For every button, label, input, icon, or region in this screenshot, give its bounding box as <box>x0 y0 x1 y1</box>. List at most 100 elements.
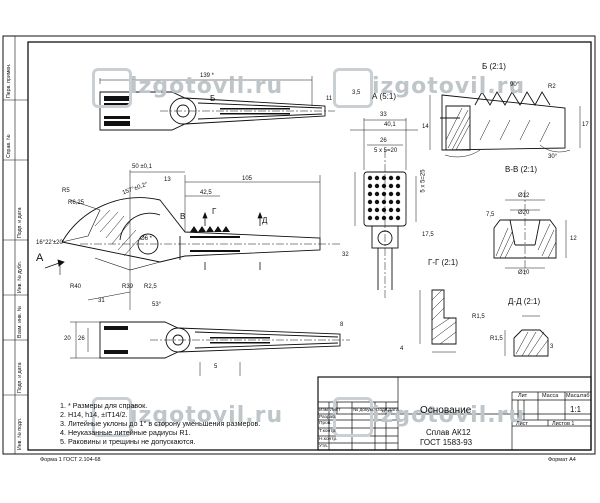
row-label: Подп. <box>376 408 389 413</box>
watermark-logo <box>92 397 132 437</box>
watermark-text: izgotovil.ru <box>372 403 526 428</box>
dimension: 13 <box>164 177 171 183</box>
teeth-top <box>104 96 290 126</box>
dimension: R40 <box>70 284 82 290</box>
dimension: 7,5 <box>486 212 495 218</box>
dimension: R39 <box>122 284 134 290</box>
dimension: 16°22'±20' <box>36 240 65 246</box>
section-b-view <box>429 91 581 158</box>
hatch-b <box>445 107 551 151</box>
note-line: 4. Неуказанные литейные радиусы R1. <box>60 428 191 437</box>
material-line-1: Сплав АК12 <box>426 428 471 437</box>
approve-label: Утв. <box>319 444 329 449</box>
teeth-main <box>190 226 240 252</box>
dimension: 90° <box>510 82 520 88</box>
section-label-b: Б (2:1) <box>482 62 506 71</box>
note-line: 1. * Размеры для справок. <box>60 401 148 410</box>
dimension: 31 <box>98 298 105 304</box>
mark-v: В <box>180 212 186 221</box>
dimension: 105 <box>242 176 253 182</box>
dimension: 5 х 5=20 <box>374 148 398 154</box>
scale-label: Масштаб <box>566 393 590 399</box>
section-arrows <box>44 211 263 270</box>
dimension: 5 <box>214 364 218 370</box>
section-label-a: А (5:1) <box>372 92 397 101</box>
row-label: Лист <box>330 408 341 413</box>
sheet-label: Лист <box>516 421 528 427</box>
section-d-view <box>504 315 549 357</box>
hatch-g <box>431 289 457 345</box>
dimension: 20 <box>64 336 71 342</box>
section-g-view <box>419 289 457 353</box>
side-label: Перв. примен. <box>6 63 12 99</box>
dimension: 32 <box>342 252 349 258</box>
dimension: Ø12 <box>518 193 530 199</box>
hatch-main <box>94 209 139 257</box>
row-label: Дата <box>388 408 399 413</box>
dimension: Ø6 * <box>140 236 153 242</box>
side-label: Справ. № <box>6 134 12 158</box>
note-line: 2. H14, h14, ±IT14/2. <box>60 410 128 419</box>
dimension: 33 <box>380 112 387 118</box>
section-label-g: Г-Г (2:1) <box>428 258 458 267</box>
section-a-view <box>350 118 418 300</box>
watermark-text: izgotovil.ru <box>130 403 284 428</box>
part-name: Основание <box>420 405 472 416</box>
dimension: 3,5 <box>352 90 361 96</box>
form-right: Формат А4 <box>548 457 576 463</box>
dimension: 12 <box>570 236 577 242</box>
row-label: Изм <box>319 408 328 413</box>
dimension: R6,25 <box>68 200 85 206</box>
side-label: Подп. и дата <box>17 207 23 238</box>
mark-b: Б <box>210 94 216 103</box>
hatch-v <box>495 223 557 259</box>
note-line: 3. Литейные уклоны до 1° в сторону умень… <box>60 419 261 428</box>
dimension: 4 <box>400 346 404 352</box>
teeth-grid <box>367 175 401 221</box>
dimension: 26 <box>380 138 387 144</box>
dimension: 17 <box>582 122 589 128</box>
dimension: Ø20 <box>518 210 530 216</box>
part-bottom-view <box>70 321 350 376</box>
note-line: 5. Раковины и трещины не допускаются. <box>60 437 196 446</box>
dimension: 14 <box>422 124 429 130</box>
dimension: 17,5 <box>422 232 434 238</box>
form-left: Форма 1 ГОСТ 2.104-68 <box>40 457 101 463</box>
watermark-logo <box>92 68 132 108</box>
mark-g: Г <box>212 207 217 216</box>
hatch-d <box>515 331 549 357</box>
check-label: Пров. <box>319 421 332 426</box>
section-v-view <box>493 190 567 275</box>
dev-label: Разраб. <box>319 415 337 420</box>
dimension: 8 <box>340 322 344 328</box>
dimension: R5 <box>62 188 70 194</box>
dimension: 139 * <box>200 73 215 79</box>
scale-value: 1:1 <box>570 405 582 414</box>
part-top-view <box>99 76 335 131</box>
mark-d: Д <box>262 216 268 225</box>
side-label: Инв. № подл. <box>17 417 23 450</box>
dimension: 30° <box>548 154 558 160</box>
dimension: Ø10 <box>518 270 530 276</box>
teeth-bottom <box>104 326 270 354</box>
mass-label: Масса <box>542 393 559 399</box>
watermark-text: izgotovil.ru <box>372 74 526 99</box>
watermark-logo <box>333 397 373 437</box>
dimension: 3 <box>550 344 554 350</box>
lit-label: Лит <box>518 393 528 399</box>
ncontrol-label: Н.контр. <box>319 437 338 442</box>
section-label-d: Д-Д (2:1) <box>508 297 541 306</box>
dimension: 26 <box>78 336 85 342</box>
part-main-view <box>59 170 340 310</box>
side-label: Подп. и дата <box>17 362 23 393</box>
sheets-label: Листов 1 <box>552 421 575 427</box>
dimension: 11 <box>326 96 333 102</box>
dimension: R1,5 <box>472 314 485 320</box>
dimension: R1,5 <box>490 336 503 342</box>
sheet-frame <box>2 35 596 455</box>
dimension: R2 <box>548 84 556 90</box>
watermark-logo <box>333 68 373 108</box>
side-label: Взам. инв. № <box>17 305 23 338</box>
dimension: 42,5 <box>200 190 212 196</box>
